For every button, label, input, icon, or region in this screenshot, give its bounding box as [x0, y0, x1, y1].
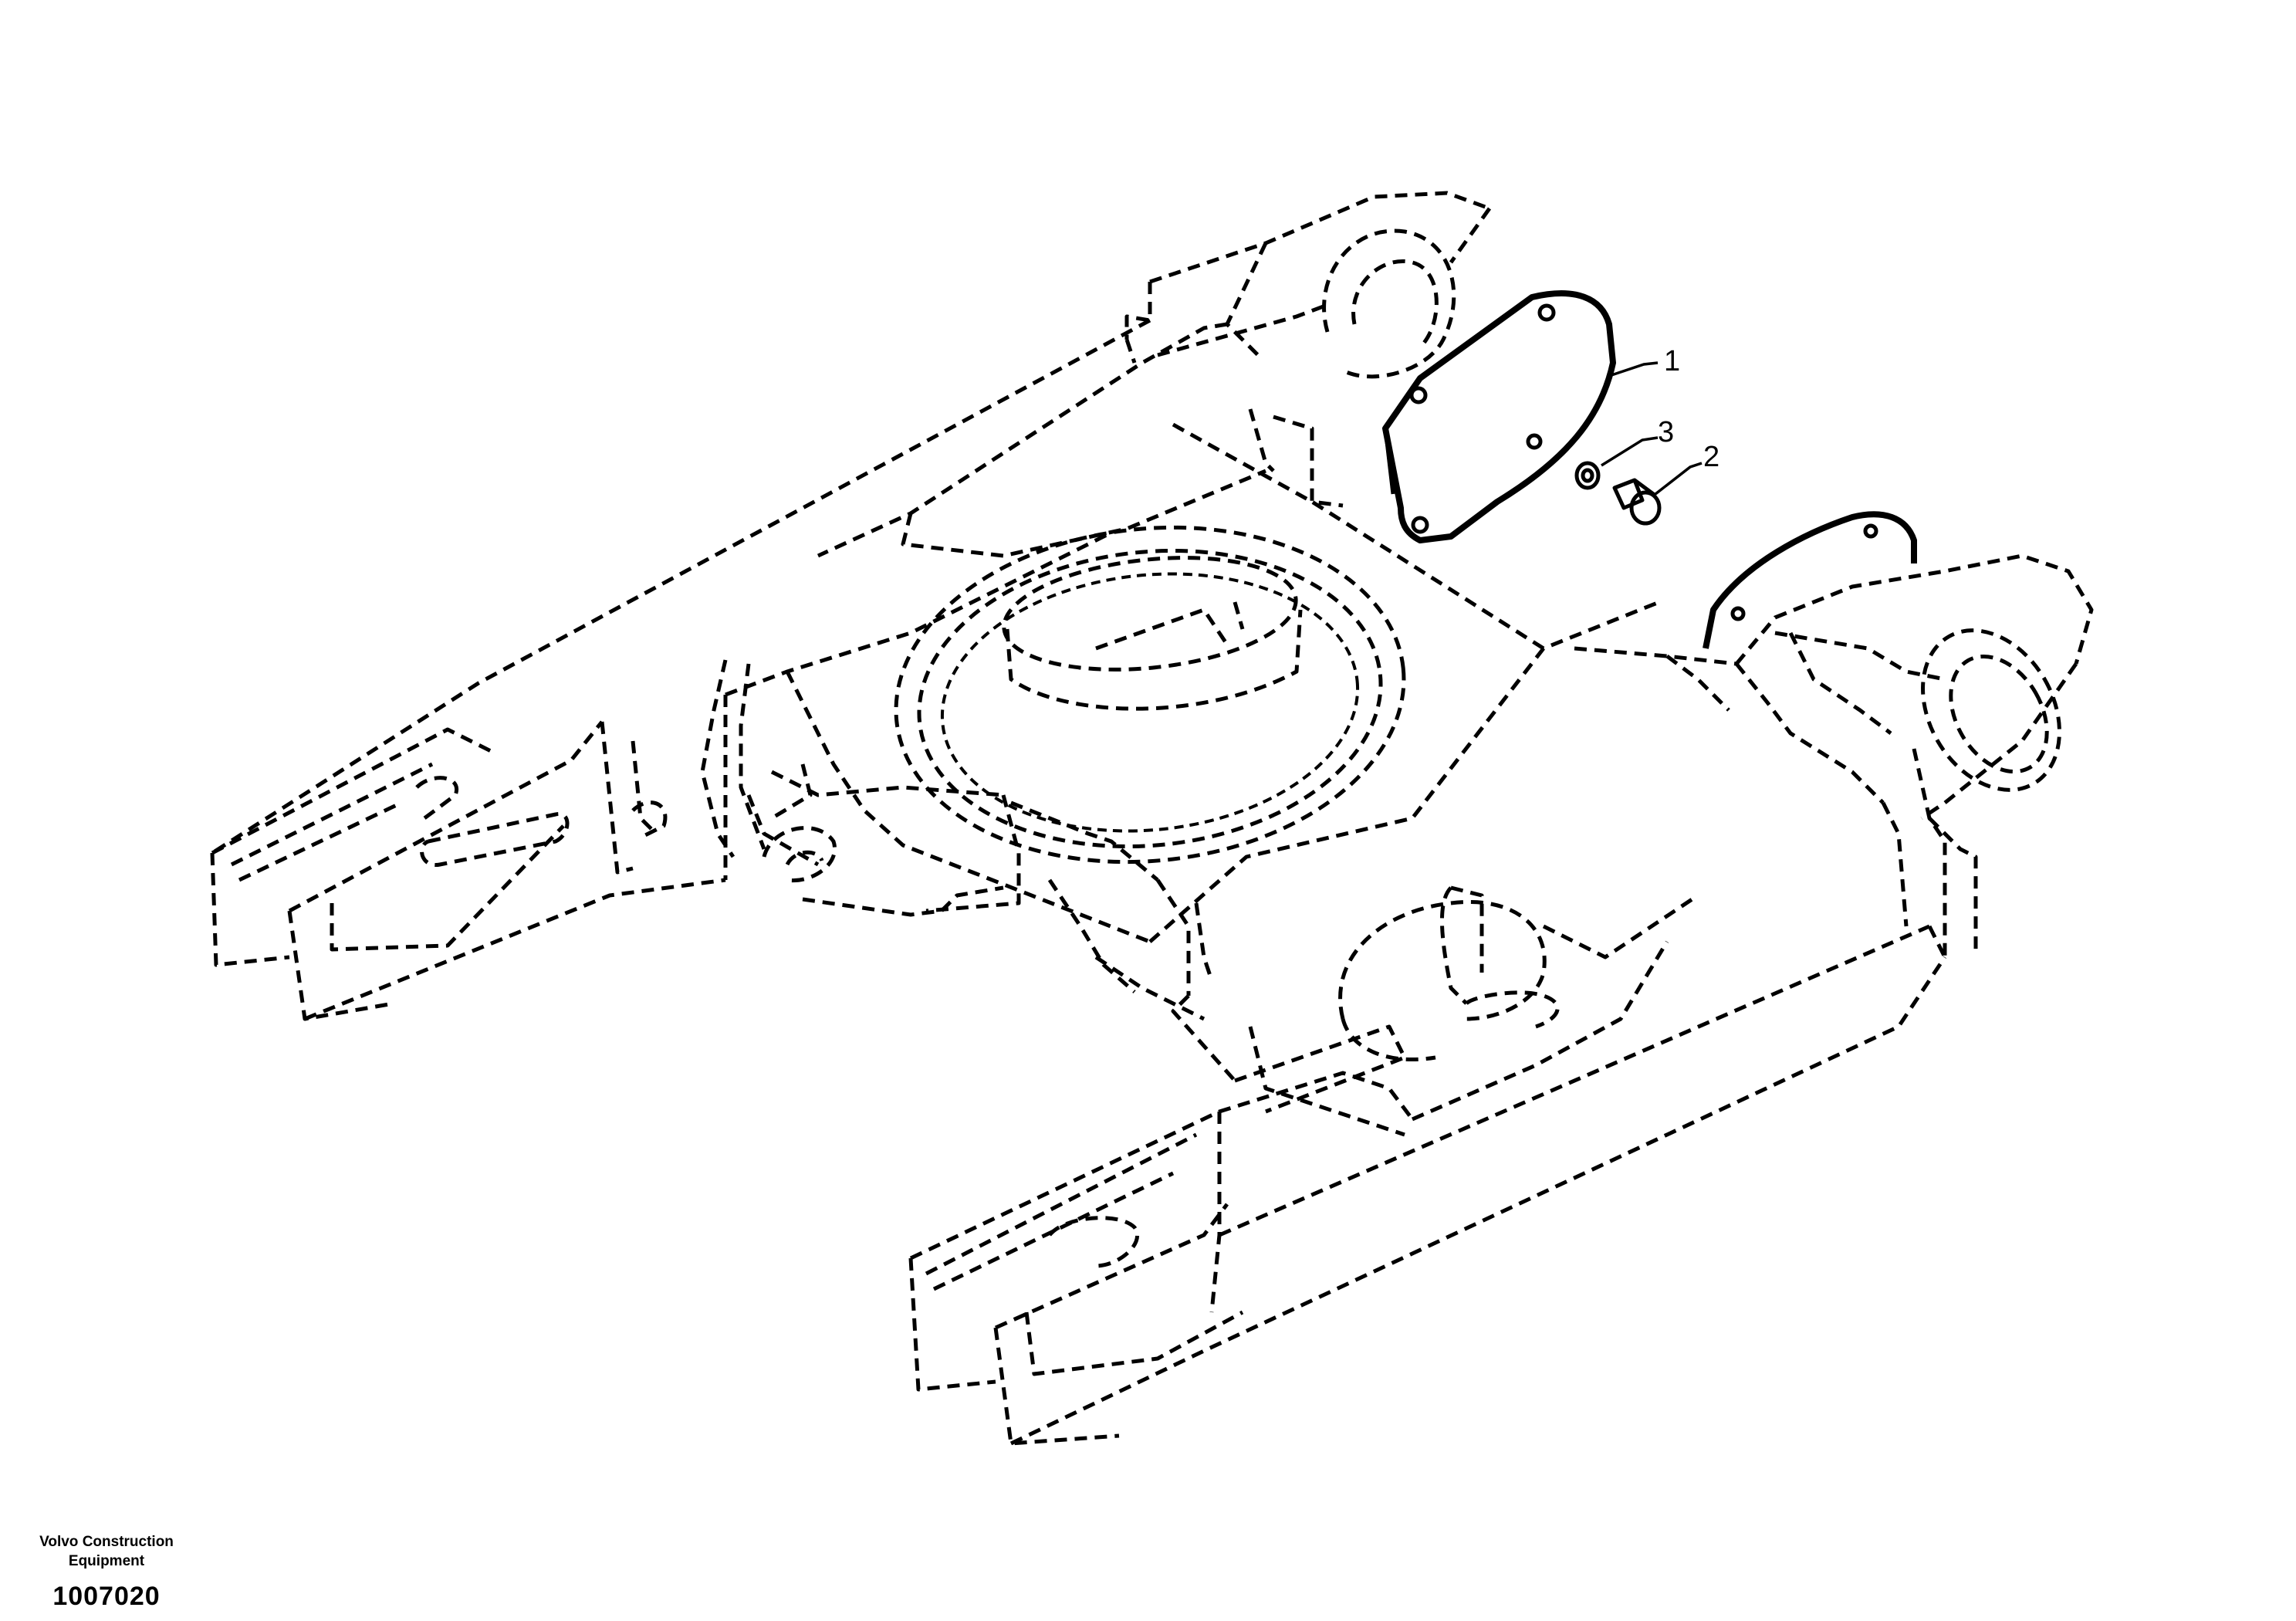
- publisher-name-line1: Volvo Construction: [39, 1534, 174, 1550]
- publisher-name-line2: Equipment: [68, 1553, 145, 1569]
- callout-1: 1: [1664, 345, 1680, 377]
- washer-part-3: [1574, 461, 1601, 490]
- leader-1: [1606, 361, 1659, 378]
- undercarriage-frame: [210, 191, 2094, 1446]
- illustration-number: 1007020: [52, 1582, 161, 1611]
- leader-3: [1601, 436, 1659, 467]
- cover-plate-part-1: [1382, 290, 1616, 543]
- publisher-block: Volvo Construction Equipment 1007020: [14, 1532, 199, 1612]
- screw-part-2: [1612, 478, 1662, 526]
- leader-lines: [1601, 361, 1703, 496]
- leader-2: [1654, 462, 1703, 496]
- callout-2: 2: [1703, 441, 1719, 473]
- callout-3: 3: [1658, 416, 1674, 448]
- cover-plate-rear: [1703, 511, 1917, 649]
